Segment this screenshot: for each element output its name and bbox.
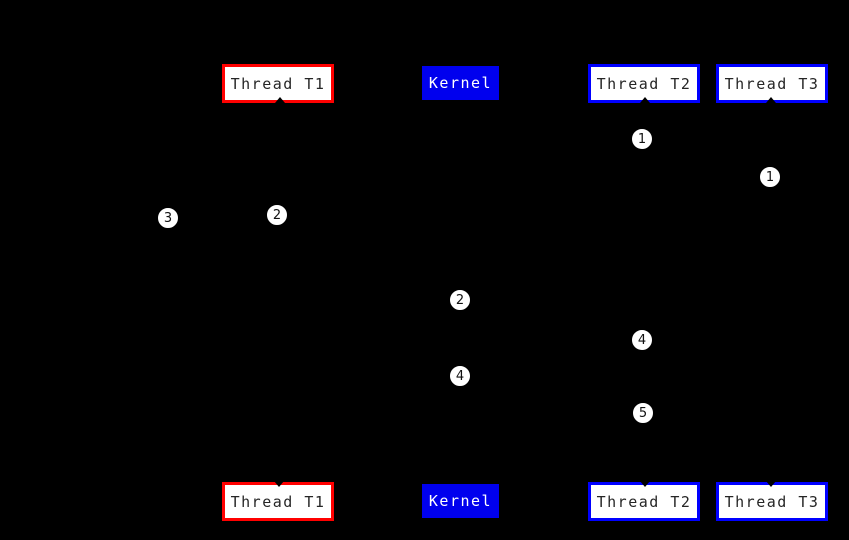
- sequence-step-marker: 1: [631, 128, 653, 150]
- node-thread-t1-bottom: Thread T1: [222, 482, 334, 521]
- node-kernel-top: Kernel: [422, 66, 499, 100]
- node-label: Kernel: [428, 74, 493, 92]
- sequence-step-marker: 2: [266, 204, 288, 226]
- node-thread-t2-top: Thread T2: [588, 64, 700, 103]
- arrowhead-icon: [275, 97, 285, 103]
- sequence-step-marker: 1: [759, 166, 781, 188]
- sequence-step-marker: 3: [157, 207, 179, 229]
- arrowhead-icon: [766, 97, 776, 103]
- node-label: Kernel: [428, 492, 493, 510]
- arrowhead-icon: [640, 97, 650, 103]
- node-thread-t1-top: Thread T1: [222, 64, 334, 103]
- sequence-step-marker: 4: [449, 365, 471, 387]
- arrowhead-icon: [274, 481, 284, 487]
- arrowhead-icon: [640, 481, 650, 487]
- sequence-step-marker: 4: [631, 329, 653, 351]
- arrowhead-icon: [766, 481, 776, 487]
- node-thread-t3-bottom: Thread T3: [716, 482, 828, 521]
- node-kernel-bottom: Kernel: [422, 484, 499, 518]
- node-label: Thread T3: [724, 74, 820, 93]
- node-label: Thread T1: [230, 74, 326, 93]
- node-label: Thread T3: [724, 492, 820, 511]
- node-thread-t3-top: Thread T3: [716, 64, 828, 103]
- node-label: Thread T1: [230, 492, 326, 511]
- sequence-step-marker: 5: [632, 402, 654, 424]
- sequence-step-marker: 2: [449, 289, 471, 311]
- node-label: Thread T2: [596, 492, 692, 511]
- node-label: Thread T2: [596, 74, 692, 93]
